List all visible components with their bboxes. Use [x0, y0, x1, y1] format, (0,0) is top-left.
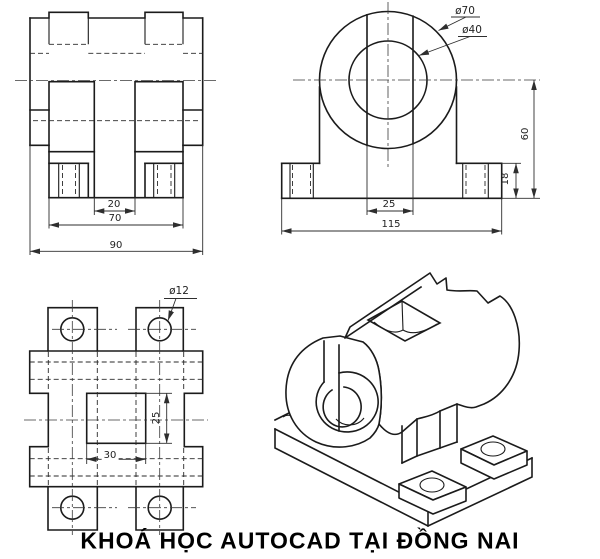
course-caption: KHOÁ HỌC AUTOCAD TẠI ĐỒNG NAI: [80, 527, 520, 554]
dim-label-base-height: 18: [500, 172, 511, 186]
dim-label-slot-width: 25: [382, 199, 396, 210]
front-view: [280, 2, 540, 235]
dim-label-center-gap: 20: [107, 199, 121, 210]
isometric-view: [273, 272, 534, 527]
dim-label-legs-span: 70: [108, 213, 122, 224]
top-view: [24, 298, 208, 535]
dim-label-base-length: 115: [381, 219, 401, 230]
side-view: [15, 11, 218, 255]
dim-label-slot-length: 30: [101, 450, 119, 461]
dim-label-total-width: 90: [109, 239, 123, 251]
dia-label-bolt-hole: ø12: [169, 284, 189, 297]
dim-label-slot-width-top: 25: [151, 411, 162, 425]
dia-label-outer: ø70: [455, 4, 475, 17]
dim-label-center-height: 60: [520, 127, 531, 141]
dia-label-bore: ø40: [462, 23, 482, 36]
